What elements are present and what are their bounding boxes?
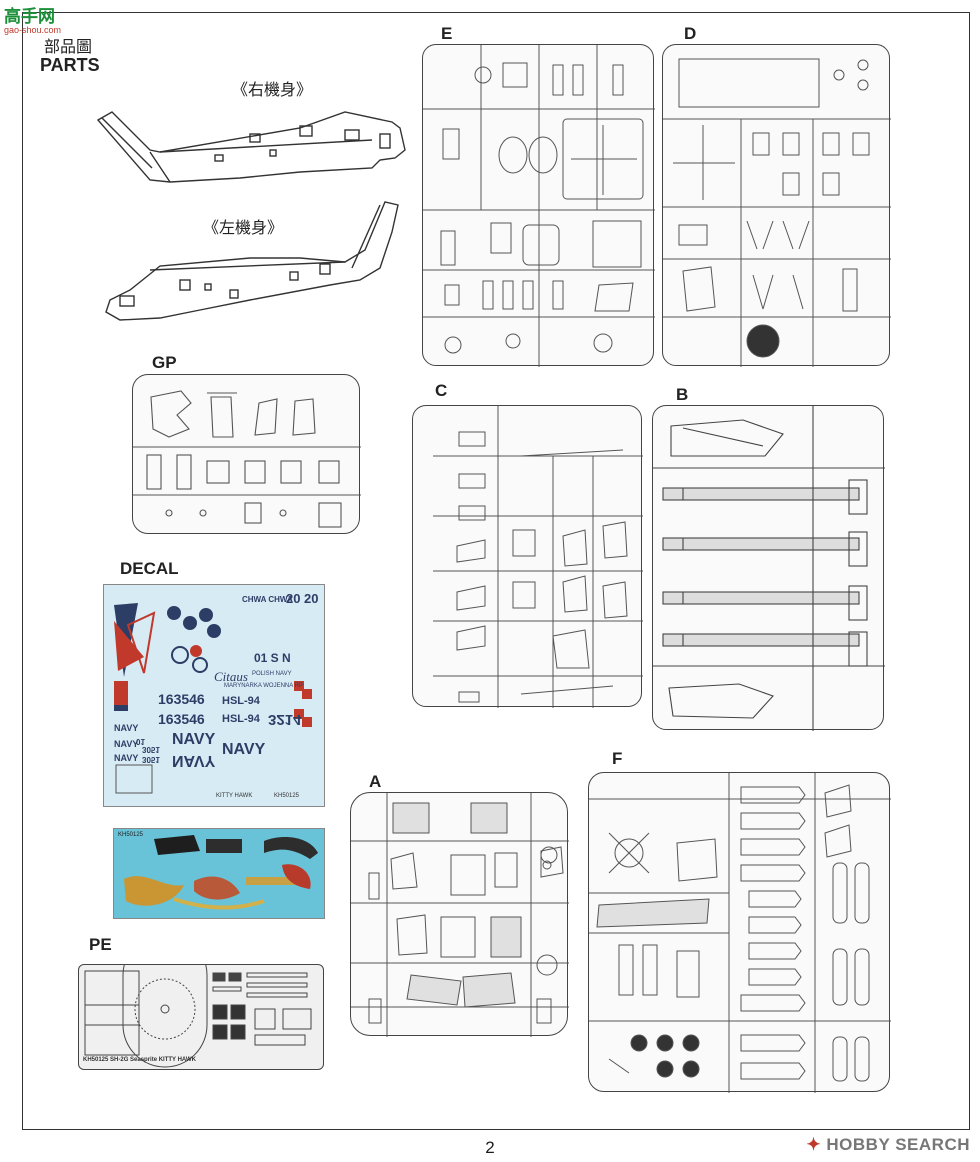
page-frame [22, 12, 970, 1130]
right-fuselage-label: 《右機身》 [232, 80, 313, 99]
title-chinese: 部品圖 [44, 39, 93, 56]
pontoon-parts [740, 786, 806, 1080]
decal-hsl-2: HSL-94 [222, 713, 260, 725]
sprue-gp-label: GP [152, 353, 177, 372]
decal-01sn: 01 S N [254, 651, 291, 665]
sprue-f [588, 772, 891, 1093]
decal-label: DECAL [120, 559, 179, 578]
sprue-gp-parts [133, 390, 361, 528]
decal-sheet-2: KH50125 [113, 828, 325, 919]
sprue-f-parts [589, 773, 891, 1093]
page-number: 2 [485, 1138, 495, 1157]
sprue-e-label: E [441, 24, 453, 43]
decal-20b: 20 [304, 591, 319, 606]
decal-serial-2: 163546 [158, 711, 205, 727]
decal-3051-a: 3051 [142, 745, 160, 754]
sprue-f-label: F [612, 749, 623, 768]
sprue-a [350, 792, 569, 1037]
site-logo-subtext: gao-shou.com [4, 25, 62, 35]
decal-sheet-art [114, 603, 312, 794]
pe-footer-text: KH50125 SH-2G Seasprite KITTY HAWK [83, 1057, 196, 1063]
pe-fret: KH50125 SH-2G Seasprite KITTY HAWK [78, 964, 324, 1070]
decal-sheet: CHWA CHWA 20 20 01 S N Citaus POLISH NAV… [103, 584, 325, 807]
decal-brand: Citaus [214, 669, 248, 684]
title-parts: PARTS [40, 55, 100, 75]
decal-3051-b: 3051 [142, 755, 160, 764]
decal-navy-big-2: NAVY [222, 741, 266, 758]
sprue-d-parts [663, 58, 891, 367]
site-logo-text: 高手网 [4, 7, 55, 27]
pe-fret-parts [84, 965, 312, 1068]
sprue-gp [132, 374, 361, 534]
decal-kit-code: KH50125 [274, 793, 300, 799]
sprue-d [662, 44, 891, 367]
hobby-search-watermark: ✦ HOBBY SEARCH [806, 1135, 970, 1155]
decal-hsl-1: HSL-94 [222, 695, 260, 707]
pe-label: PE [89, 935, 112, 954]
decal2-kit-code: KH50125 [118, 832, 144, 838]
site-logo: 高手网 gao-shou.com [4, 2, 61, 35]
hobby-search-icon: ✦ [806, 1135, 822, 1154]
decal-20a: 20 [286, 591, 301, 606]
sprue-a-label: A [369, 772, 382, 791]
sprue-c [412, 405, 643, 708]
sprue-a-parts [351, 793, 569, 1037]
decal-serial-1: 163546 [158, 691, 205, 707]
hobby-search-text: HOBBY SEARCH [826, 1135, 970, 1154]
decal-polish-long: MARYNARKA WOJENNA RP [224, 683, 303, 689]
decal-maker: KITTY HAWK [216, 793, 253, 799]
sprue-e [422, 44, 655, 367]
decal-small-navy-2: NAVY [114, 739, 139, 749]
sprue-b [652, 405, 885, 731]
decal-small-navy-1: NAVY [114, 723, 139, 733]
sprue-b-parts [653, 406, 885, 731]
sprue-c-parts [433, 406, 643, 708]
sprue-b-label: B [676, 385, 689, 404]
decal-sheet-2-art [124, 835, 318, 910]
left-fuselage-label: 《左機身》 [203, 218, 284, 237]
decal-navy-reversed: NAVY [172, 752, 216, 769]
decal-navy-big-1: NAVY [172, 731, 216, 748]
sprue-d-label: D [684, 24, 697, 43]
decal-chwa: CHWA CHWA [242, 595, 293, 604]
decal-3214: 3214 [268, 711, 302, 728]
sprue-c-label: C [435, 381, 448, 400]
decal-polish-navy: POLISH NAVY [252, 671, 292, 677]
sprue-e-parts [423, 45, 655, 367]
decal-small-navy-3: NAVY [114, 753, 139, 763]
